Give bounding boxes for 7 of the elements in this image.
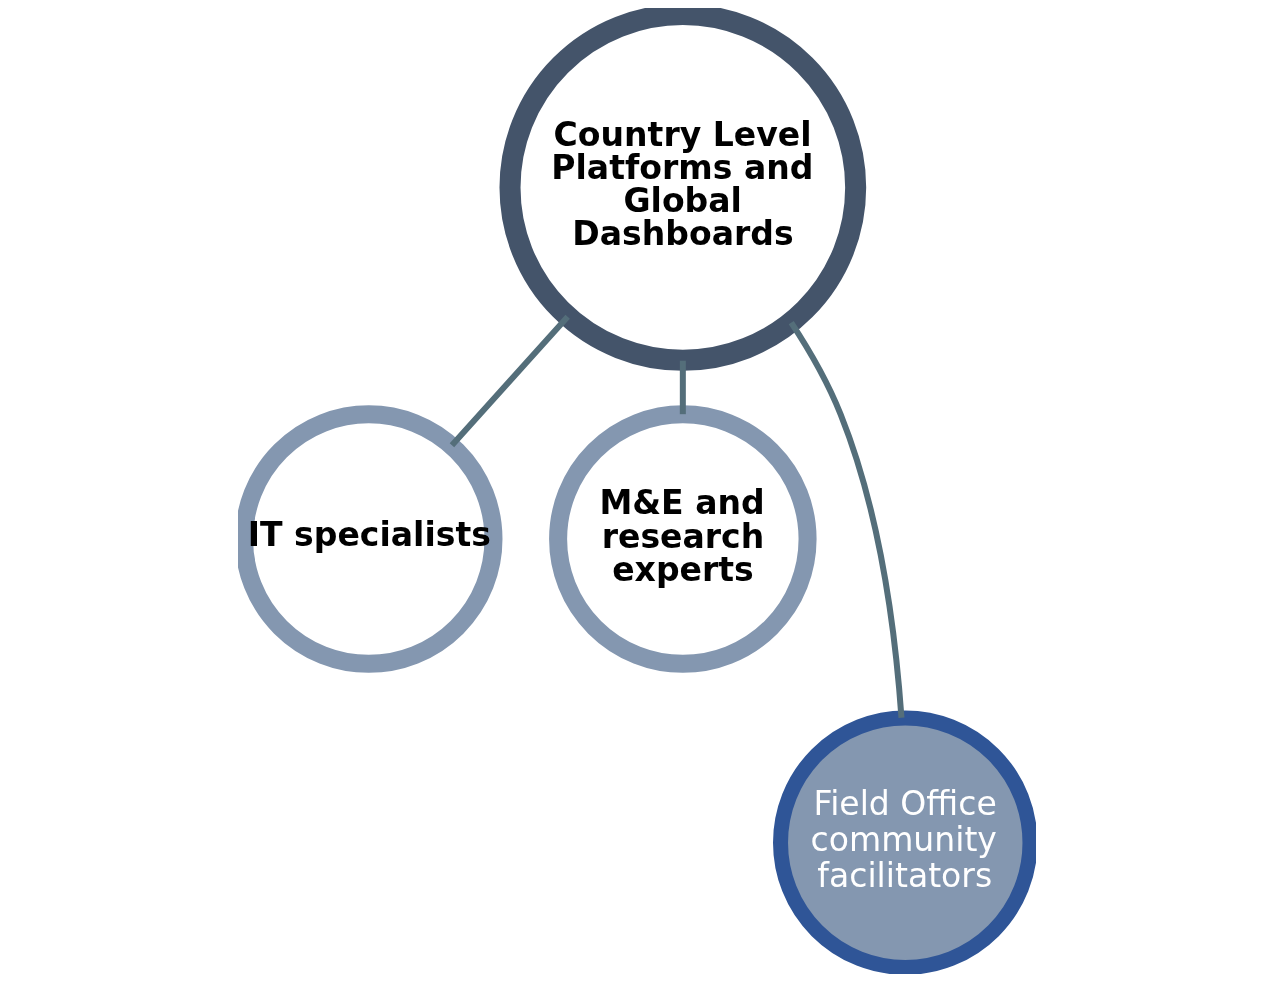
node-circle: M&E and research experts [548, 405, 817, 673]
connector [449, 314, 570, 448]
connector [788, 321, 904, 718]
node-circle: Field Office community facilitators [772, 710, 1036, 974]
node-circle: IT specialists [237, 405, 502, 673]
connector [679, 360, 686, 415]
node-circle: Country Level Platforms and Global Dashboards [499, 8, 866, 371]
